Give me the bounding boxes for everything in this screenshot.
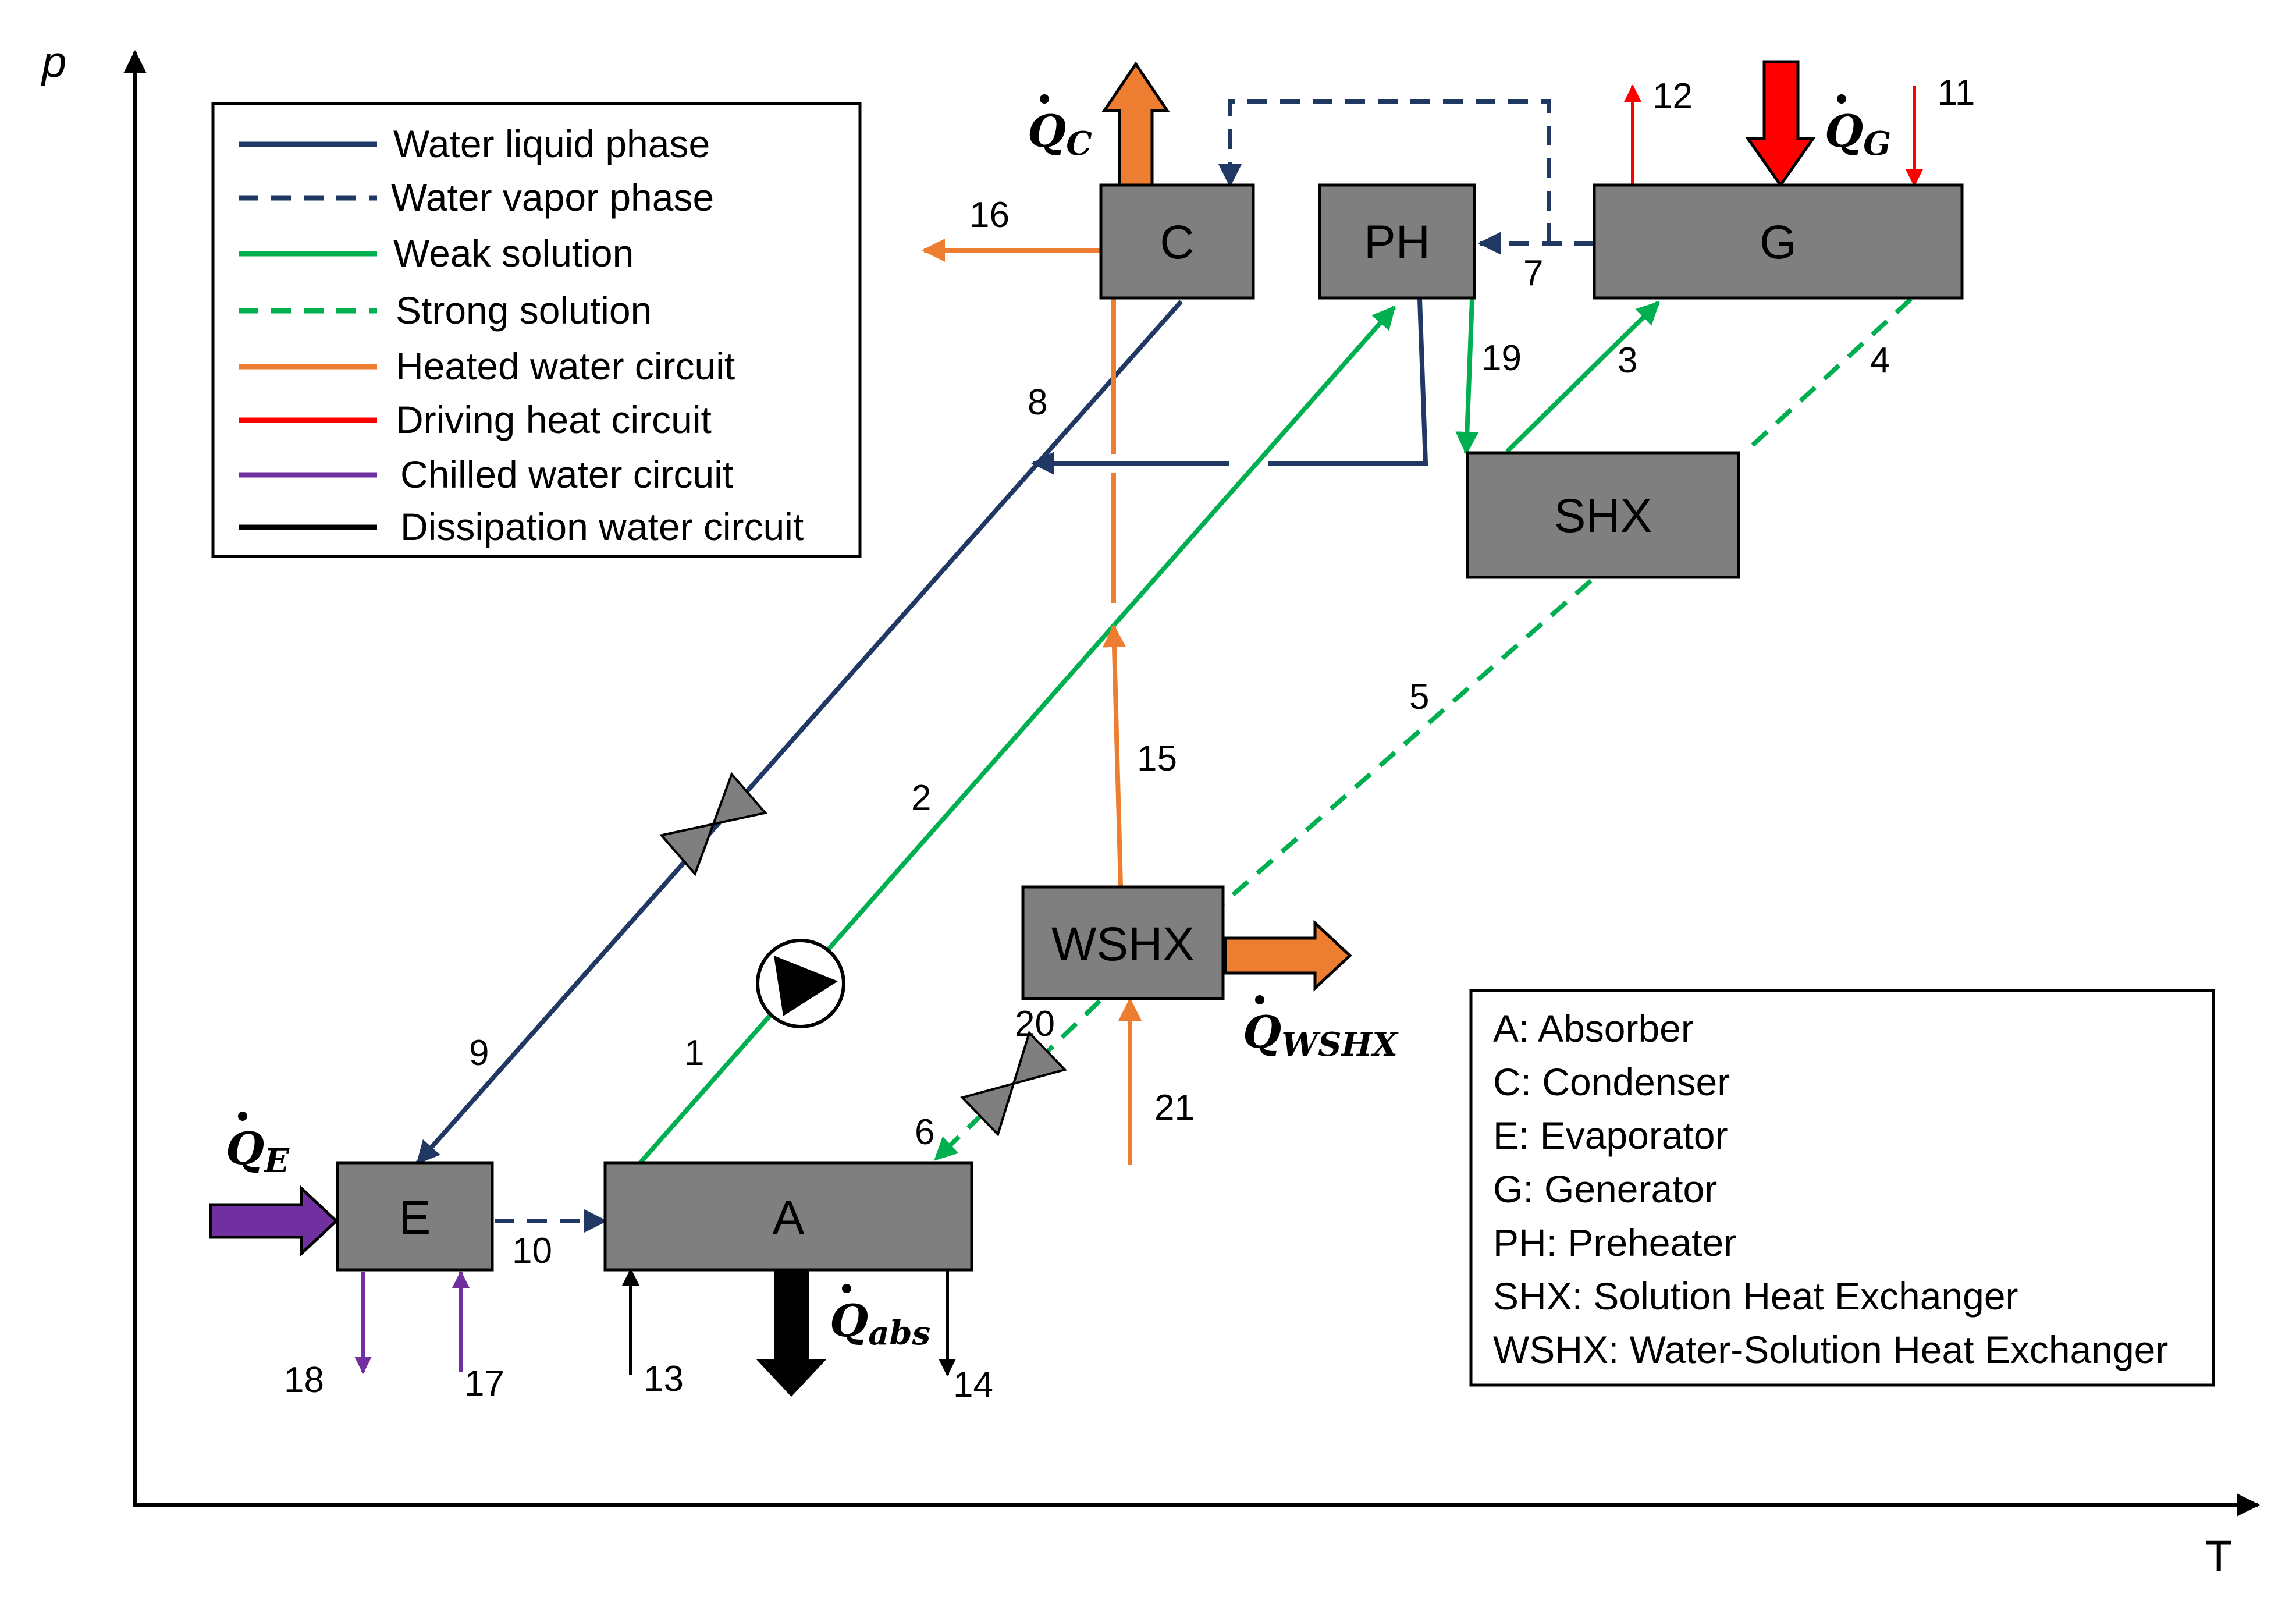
state-8: 8 bbox=[1028, 382, 1047, 423]
component-ph-label: PH bbox=[1364, 216, 1430, 269]
svg-text:Qabs: Qabs bbox=[830, 1295, 930, 1352]
legend-label: Water vapor phase bbox=[391, 176, 714, 219]
svg-text:QG: QG bbox=[1825, 105, 1891, 163]
state-13: 13 bbox=[644, 1359, 684, 1399]
component-wshx-label: WSHX bbox=[1051, 918, 1195, 971]
q-c-arrow bbox=[1101, 61, 1170, 187]
y-axis-label: p bbox=[41, 37, 66, 87]
state-19: 19 bbox=[1481, 338, 1522, 378]
heat-arrows bbox=[209, 60, 1816, 1397]
line-5-strong-solution bbox=[1220, 578, 1593, 907]
component-c: C bbox=[1099, 183, 1255, 300]
component-e: E bbox=[336, 1161, 494, 1272]
legend-item-strong-solution: Strong solution bbox=[239, 289, 652, 332]
legend-item-water-vapor: Water vapor phase bbox=[239, 176, 714, 219]
pump-icon bbox=[756, 939, 845, 1028]
x-axis-label: T bbox=[2205, 1532, 2232, 1581]
state-7: 7 bbox=[1523, 253, 1543, 293]
q-wshx-label: QWSHX bbox=[1243, 995, 1399, 1064]
state-14: 14 bbox=[953, 1365, 993, 1405]
valve-9 bbox=[659, 772, 767, 876]
abbr-a: A: Absorber bbox=[1493, 1007, 1694, 1050]
legend-label: Water liquid phase bbox=[393, 122, 710, 165]
state-18: 18 bbox=[284, 1360, 324, 1400]
flow-lines bbox=[354, 84, 1923, 1376]
line-1-2-weak-solution bbox=[631, 305, 1396, 1173]
state-6: 6 bbox=[915, 1112, 934, 1152]
component-shx: SHX bbox=[1466, 451, 1740, 579]
line-19-weak-solution bbox=[1455, 299, 1479, 455]
abbr-e: E: Evaporator bbox=[1493, 1114, 1728, 1157]
legend-item-water-liquid: Water liquid phase bbox=[239, 122, 710, 165]
abbr-wshx: WSHX: Water-Solution Heat Exchanger bbox=[1493, 1328, 2168, 1371]
legend-label: Weak solution bbox=[393, 232, 634, 275]
component-g-label: G bbox=[1760, 216, 1797, 269]
legend-item-driving-heat: Driving heat circuit bbox=[239, 398, 712, 441]
line-water-vapor-loop bbox=[1218, 99, 1551, 243]
component-e-label: E bbox=[399, 1191, 431, 1244]
heat-flow-labels: QC QG QWSHX QE Qabs bbox=[226, 94, 1891, 1352]
state-12: 12 bbox=[1652, 76, 1693, 116]
q-abs-arrow bbox=[756, 1270, 826, 1397]
valve-20 bbox=[960, 1030, 1067, 1137]
q-e-label: QE bbox=[226, 1112, 290, 1180]
abbr-c: C: Condenser bbox=[1493, 1060, 1730, 1103]
legend-item-chilled-water: Chilled water circuit bbox=[239, 453, 733, 496]
abbreviation-box bbox=[1469, 989, 2215, 1387]
legend-label: Driving heat circuit bbox=[396, 398, 712, 441]
state-3: 3 bbox=[1618, 340, 1637, 381]
legend-item-weak-solution: Weak solution bbox=[239, 232, 634, 275]
q-wshx-arrow bbox=[1224, 920, 1352, 992]
q-g-arrow bbox=[1745, 60, 1816, 188]
component-g: G bbox=[1593, 183, 1964, 300]
legend-box bbox=[211, 102, 862, 558]
component-ph: PH bbox=[1318, 183, 1476, 300]
q-c-label: QC bbox=[1028, 94, 1092, 163]
component-a: A bbox=[603, 1161, 973, 1272]
legend-item-dissipation-water: Dissipation water circuit bbox=[239, 505, 804, 548]
state-10: 10 bbox=[512, 1231, 552, 1271]
state-11: 11 bbox=[1938, 73, 1975, 113]
state-21: 21 bbox=[1154, 1088, 1195, 1128]
svg-text:QWSHX: QWSHX bbox=[1243, 1006, 1399, 1064]
state-17: 17 bbox=[464, 1364, 504, 1404]
abbr-shx: SHX: Solution Heat Exchanger bbox=[1493, 1275, 2018, 1318]
legend-item-heated-water: Heated water circuit bbox=[239, 345, 735, 388]
abbreviation-key: A: Absorber C: Condenser E: Evaporator G… bbox=[1469, 989, 2215, 1387]
q-abs-label: Qabs bbox=[830, 1284, 930, 1352]
abbr-ph: PH: Preheater bbox=[1493, 1221, 1736, 1264]
line-ph-water-liquid bbox=[1268, 299, 1428, 466]
legend-label: Chilled water circuit bbox=[400, 453, 733, 496]
axes: p T bbox=[41, 37, 2260, 1581]
legend-label: Heated water circuit bbox=[396, 345, 735, 388]
state-2: 2 bbox=[911, 778, 931, 818]
state-20: 20 bbox=[1015, 1004, 1055, 1044]
component-c-label: C bbox=[1160, 216, 1194, 269]
state-1: 1 bbox=[684, 1033, 704, 1073]
abbr-g: G: Generator bbox=[1493, 1167, 1717, 1210]
legend-label: Dissipation water circuit bbox=[400, 505, 804, 548]
component-a-label: A bbox=[773, 1191, 805, 1244]
component-wshx: WSHX bbox=[1021, 885, 1225, 1000]
q-e-arrow bbox=[209, 1185, 339, 1257]
line-8-9-water-liquid bbox=[416, 300, 1183, 1165]
legend: Water liquid phase Water vapor phase Wea… bbox=[211, 102, 862, 558]
state-15: 15 bbox=[1137, 739, 1177, 779]
svg-text:QC: QC bbox=[1028, 105, 1092, 163]
line-3-weak-solution bbox=[1505, 301, 1660, 453]
state-16: 16 bbox=[969, 195, 1010, 235]
component-shx-label: SHX bbox=[1554, 489, 1652, 542]
svg-text:QE: QE bbox=[226, 1123, 290, 1180]
state-9: 9 bbox=[469, 1033, 489, 1073]
state-5: 5 bbox=[1409, 677, 1429, 717]
state-point-labels: 1 2 3 4 5 6 7 8 9 10 11 12 13 14 15 16 1… bbox=[284, 73, 1975, 1405]
q-g-label: QG bbox=[1825, 94, 1891, 163]
legend-label: Strong solution bbox=[396, 289, 652, 332]
line-15-heated-water bbox=[1102, 624, 1126, 886]
state-4: 4 bbox=[1870, 340, 1890, 381]
line-4-strong-solution bbox=[1744, 297, 1913, 453]
